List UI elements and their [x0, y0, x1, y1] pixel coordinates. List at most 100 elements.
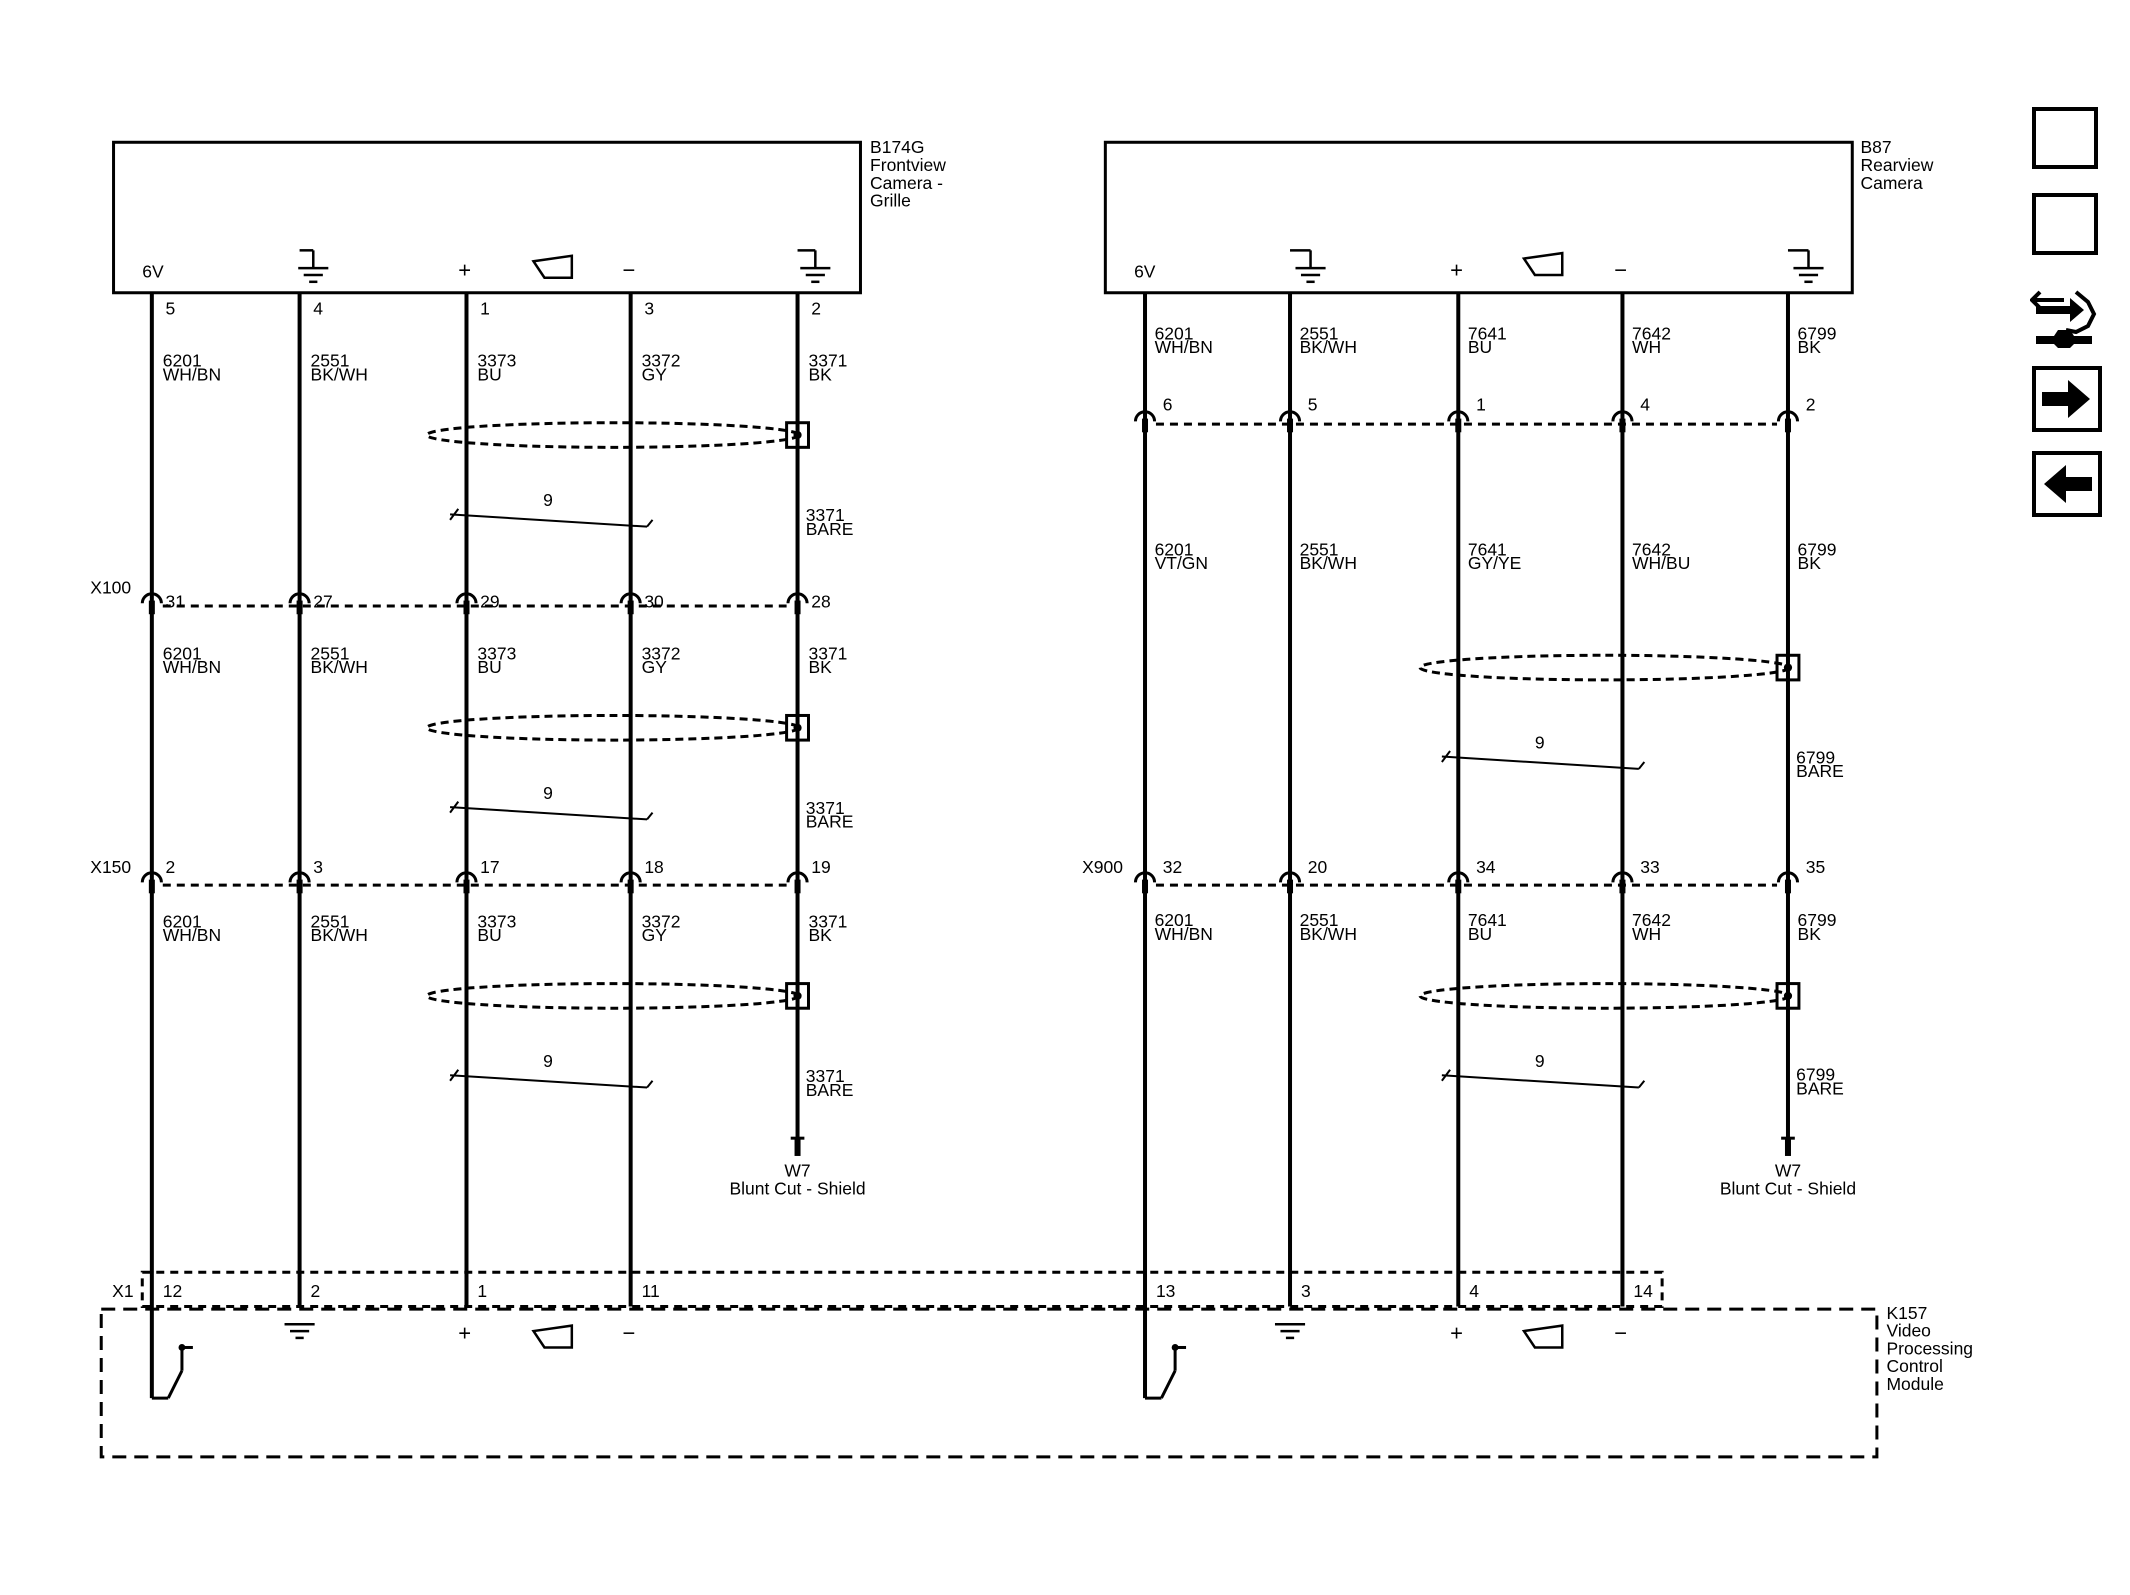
front-x150-pin: 18 [644, 857, 663, 877]
connector-repair-icon[interactable] [2029, 280, 2102, 350]
vpcm-front-pin: 2 [311, 1281, 321, 1301]
shields-layer [425, 421, 1801, 1089]
vpcm-name: Control [1886, 1356, 1942, 1376]
front-seg3-circuit-color: GY [642, 925, 668, 945]
rear-x900-pin: 33 [1640, 857, 1659, 877]
rear-seg2-circuit-color: GY/YE [1468, 553, 1522, 573]
front-camera-ground-icon [298, 266, 329, 284]
previous-page-icon[interactable] [2032, 451, 2102, 517]
front-camera-pin: 4 [313, 299, 323, 319]
front-x100-pin: 28 [811, 591, 830, 611]
rear-seg3-circuit-color: WH [1632, 924, 1661, 944]
front-seg2-drain-color: BARE [806, 812, 854, 832]
rear-camera-plus: + [1450, 258, 1463, 283]
front-camera-id: B174G [870, 137, 924, 157]
front-seg3-twist [449, 1069, 654, 1089]
twist-label: 9 [1535, 732, 1545, 752]
rear-camera-minus: − [1614, 258, 1627, 283]
front-seg3-circuit-num: 3371 [808, 912, 847, 932]
rear-camera-video-icon [1521, 251, 1564, 277]
front-x100-pin: 31 [166, 591, 185, 611]
vpcm-front-pin: 12 [163, 1281, 182, 1301]
front-x150-terminal [140, 871, 163, 894]
front-seg3-circuit-num: 6201 [163, 912, 202, 932]
rear-seg2-circuit-num: 7641 [1468, 539, 1507, 559]
front-x100-pin: 30 [644, 591, 664, 611]
rear-inline-terminal [1133, 410, 1157, 433]
vpcm-x1-label: X1 [112, 1281, 133, 1301]
rear-inline-pin: 6 [1163, 394, 1173, 414]
front-seg2-circuit-num: 3372 [642, 643, 681, 663]
twist-label: 9 [543, 490, 553, 510]
rear-seg2-circuit-num: 7642 [1632, 539, 1671, 559]
rear-seg3-shield [1418, 982, 1801, 1010]
front-x100-terminal [140, 592, 163, 615]
rear-x900-label: X900 [1082, 857, 1123, 877]
rear-x900-terminal [1278, 871, 1302, 894]
boxes-layer [99, 140, 1879, 1459]
front-x150-pin: 3 [313, 857, 323, 877]
front-seg1-circuit-num: 2551 [311, 351, 350, 371]
front-seg1-circuit-color: GY [642, 364, 668, 384]
vpcm-front-minus: − [622, 1321, 635, 1346]
front-x150-pin: 19 [811, 857, 830, 877]
vpcm-rear-pin: 4 [1469, 1281, 1479, 1301]
rear-seg1-circuit-color: BK [1798, 337, 1822, 357]
front-seg2-circuit-num: 2551 [311, 643, 350, 663]
front-seg3-drain-num: 3371 [806, 1066, 845, 1086]
front-x150-pin: 17 [480, 857, 499, 877]
rear-inline-pin: 5 [1308, 394, 1318, 414]
rear-seg2-circuit-num: 2551 [1300, 539, 1339, 559]
front-camera-name: Camera - [870, 173, 943, 193]
wires-layer [140, 292, 1800, 1307]
vpcm-x1-connector [140, 1270, 1664, 1308]
location-icon[interactable] [2032, 107, 2098, 169]
front-camera-pin: 1 [480, 299, 490, 319]
rear-seg2-circuit-num: 6799 [1798, 539, 1837, 559]
rear-seg2-circuit-color: VT/GN [1155, 553, 1208, 573]
vpcm-front-pin: 1 [477, 1281, 487, 1301]
front-x100-terminal [786, 592, 809, 615]
next-page-icon[interactable] [2032, 366, 2102, 432]
vpcm-box [99, 1307, 1879, 1459]
front-seg2-circuit-color: BK [808, 657, 832, 677]
rear-seg1-circuit-num: 6799 [1798, 323, 1837, 343]
front-seg3-circuit-num: 3373 [477, 912, 516, 932]
front-x100-terminal [288, 592, 311, 615]
vpcm-front-video-input-icon [149, 1306, 193, 1400]
twist-label: 9 [543, 1051, 553, 1071]
rear-seg3-circuit-num: 6799 [1798, 910, 1837, 930]
front-seg1-circuit-num: 6201 [163, 351, 202, 371]
rear-inline-pin: 1 [1476, 394, 1486, 414]
rear-seg1-circuit-num: 7641 [1468, 323, 1507, 343]
rear-seg1-circuit-color: BK/WH [1300, 337, 1357, 357]
front-seg2-circuit-color: WH/BN [163, 657, 221, 677]
vpcm-rear-plus: + [1450, 1321, 1463, 1346]
vpcm-rear-ground-icon [1274, 1322, 1306, 1340]
front-x100-terminal [455, 592, 478, 615]
front-seg1-drain-num: 3371 [806, 505, 845, 525]
rear-inline-pin: 2 [1806, 394, 1816, 414]
front-splice-ref: W7 [784, 1160, 810, 1180]
rear-splice-ref: W7 [1775, 1160, 1801, 1180]
rear-splice-name: Blunt Cut - Shield [1720, 1178, 1856, 1198]
rear-x900-terminal [1447, 871, 1470, 894]
rear-camera-box [1103, 140, 1854, 295]
rear-inline-terminal [1447, 410, 1470, 433]
vpcm-name: Processing [1886, 1338, 1973, 1358]
front-x150-terminal [288, 871, 311, 894]
vpcm-rear-pin: 14 [1633, 1281, 1653, 1301]
front-seg2-shield [425, 713, 810, 742]
front-seg3-circuit-color: BK [808, 925, 832, 945]
vpcm-name: Video [1886, 1321, 1930, 1341]
rear-seg3-circuit-num: 2551 [1300, 910, 1339, 930]
vpcm-rear-video-input-icon [1143, 1306, 1187, 1400]
rear-seg3-circuit-color: BU [1468, 924, 1492, 944]
description-icon[interactable] [2032, 193, 2098, 255]
rear-camera-id: B87 [1860, 137, 1891, 157]
front-seg3-shield [425, 982, 810, 1010]
front-x100-pin: 27 [313, 591, 332, 611]
front-seg2-circuit-color: BU [477, 657, 501, 677]
front-seg3-drain-color: BARE [806, 1080, 854, 1100]
